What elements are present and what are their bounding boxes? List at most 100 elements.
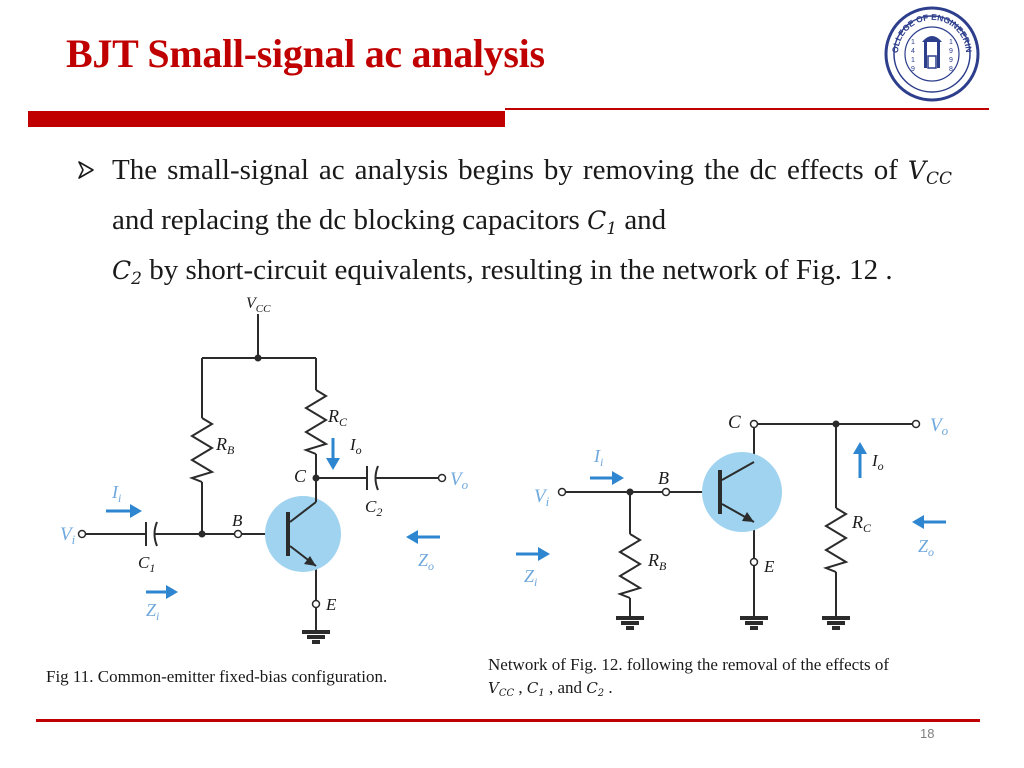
fig12-zi-label: Z — [524, 566, 535, 586]
fig12-rb-sub: B — [659, 559, 667, 573]
slide-title: BJT Small-signal ac analysis — [66, 31, 545, 76]
fig11-zo-label: Z — [418, 550, 429, 570]
svg-text:VCC: VCC — [246, 295, 271, 315]
svg-text:Zo: Zo — [918, 536, 934, 559]
svg-text:RB: RB — [647, 550, 667, 573]
fig12-b-label: B — [658, 468, 669, 488]
bullet-text-4: by short-circuit equivalents, resulting … — [141, 254, 893, 286]
fig11-ii-sub: i — [118, 491, 121, 505]
fig12-e-label: E — [763, 557, 775, 576]
svg-text:Zi: Zi — [524, 566, 537, 589]
page-number: 18 — [920, 726, 935, 741]
fig12-io-sub: o — [878, 459, 884, 473]
fig12-emitter-arrow-icon — [742, 512, 754, 522]
fig12-cap-end: . — [604, 678, 613, 697]
fig12-caption-line1: Network of Fig. 12. following the remova… — [488, 655, 889, 674]
fig11-c1-label: C — [138, 553, 150, 572]
fig11-io-sub: o — [356, 443, 362, 457]
fig12-vo-label: V — [930, 415, 944, 436]
fig11-rc-label: R — [327, 406, 339, 426]
fig11-rb-label: R — [215, 434, 227, 454]
fig12-cap-c1-sub: 1 — [538, 688, 545, 699]
logo-digit: 4 — [911, 48, 915, 55]
logo-digit: 8 — [949, 66, 953, 73]
fig12-cap-sep2: , and — [544, 678, 587, 697]
svg-text:Zi: Zi — [146, 600, 159, 623]
fig11-circuit: VCC RC RB C Io C2 Vo Ii Vi C1 B Zo Zi E — [60, 295, 469, 644]
fig11-vcc-sub: CC — [256, 303, 271, 315]
fig12-vi-sub: i — [546, 494, 550, 509]
fig12-cap-vcc: V — [488, 679, 499, 697]
svg-text:Vo: Vo — [450, 469, 469, 492]
fig12-ii-label: I — [593, 446, 601, 466]
fig12-cap-c1: C — [526, 679, 539, 697]
bullet-text-1: The small-signal ac analysis begins by r… — [112, 154, 908, 186]
fig12-cap-c2-sub: 2 — [597, 688, 605, 699]
logo-digit: 1 — [911, 39, 915, 46]
fig12-rc-sub: C — [863, 521, 872, 535]
fig11-zi-sub: i — [156, 609, 159, 623]
fig12-zi-sub: i — [534, 575, 537, 589]
svg-text:C1: C1 — [138, 553, 155, 575]
fig11-b-label: B — [232, 511, 243, 530]
fig12-ii-sub: i — [600, 455, 603, 469]
logo-digit: 9 — [911, 66, 915, 73]
header-bar-thin — [505, 108, 989, 110]
fig12-ground-icon — [616, 616, 850, 630]
vcc-subscript: CC — [925, 169, 952, 189]
logo-digit: 9 — [949, 57, 953, 64]
svg-text:Io: Io — [871, 451, 884, 473]
logo-digit: 9 — [949, 48, 953, 55]
fig12-cap-sep1: , — [514, 678, 527, 697]
fig11-emitter-arrow-icon — [304, 556, 316, 566]
logo-digit: 1 — [911, 57, 915, 64]
bullet-text-2: and replacing the dc blocking capacitors — [112, 204, 588, 236]
fig11-ii-label: I — [111, 482, 119, 502]
c2-symbol: C — [112, 256, 132, 285]
fig11-transistor-body — [265, 496, 341, 572]
svg-text:C2: C2 — [365, 497, 382, 519]
fig11-rc-sub: C — [339, 415, 348, 429]
fig12-circuit: C Vo Ii B Io Vi RC Zo Zi RB E — [516, 412, 949, 630]
header-bar-thick — [28, 111, 505, 127]
svg-text:Vi: Vi — [60, 524, 76, 547]
fig12-zo-sub: o — [928, 545, 934, 559]
fig12-vo-sub: o — [942, 423, 949, 438]
fig12-c-label: C — [728, 412, 741, 433]
fig12-cap-vcc-sub: CC — [498, 688, 515, 699]
fig12-caption: Network of Fig. 12. following the remova… — [488, 655, 889, 699]
fig12-transistor-body — [702, 452, 782, 532]
c1-subscript: 1 — [606, 219, 618, 239]
fig11-c2-label: C — [365, 497, 377, 516]
fig11-zo-sub: o — [428, 559, 434, 573]
svg-text:Ii: Ii — [111, 482, 121, 505]
fig11-vi-label: V — [60, 524, 74, 545]
fig11-vo-label: V — [450, 469, 464, 490]
fig12-rc-label: R — [851, 512, 863, 532]
svg-text:Vo: Vo — [930, 415, 949, 438]
fig11-c1-sub: 1 — [149, 561, 155, 575]
svg-text:Ii: Ii — [593, 446, 603, 469]
bullet-arrow-icon — [78, 161, 94, 179]
fig12-vi-label: V — [534, 486, 548, 507]
fig11-ground-icon — [302, 630, 330, 644]
fig12-caption-line2: VCC , C1 , and C2 . — [488, 678, 889, 699]
fig11-vcc-label: V — [246, 295, 258, 312]
bullet-paragraph: The small-signal ac analysis begins by r… — [112, 150, 952, 300]
svg-text:Vi: Vi — [534, 486, 550, 509]
footer-bar — [36, 719, 980, 722]
fig11-vo-sub: o — [462, 477, 469, 492]
fig12-rb-label: R — [647, 550, 659, 570]
c2-subscript: 2 — [131, 269, 142, 289]
fig11-io-label: I — [349, 435, 357, 454]
bullet-text-3: and — [617, 204, 667, 236]
fig11-c-label: C — [294, 466, 307, 486]
svg-text:Zo: Zo — [418, 550, 434, 573]
svg-text:RC: RC — [327, 406, 348, 429]
svg-text:RC: RC — [851, 512, 872, 535]
fig11-vi-sub: i — [72, 532, 76, 547]
fig12-zo-label: Z — [918, 536, 929, 556]
logo-emblem — [922, 36, 942, 69]
fig11-e-label: E — [325, 595, 337, 614]
fig11-c2-sub: 2 — [376, 505, 382, 519]
